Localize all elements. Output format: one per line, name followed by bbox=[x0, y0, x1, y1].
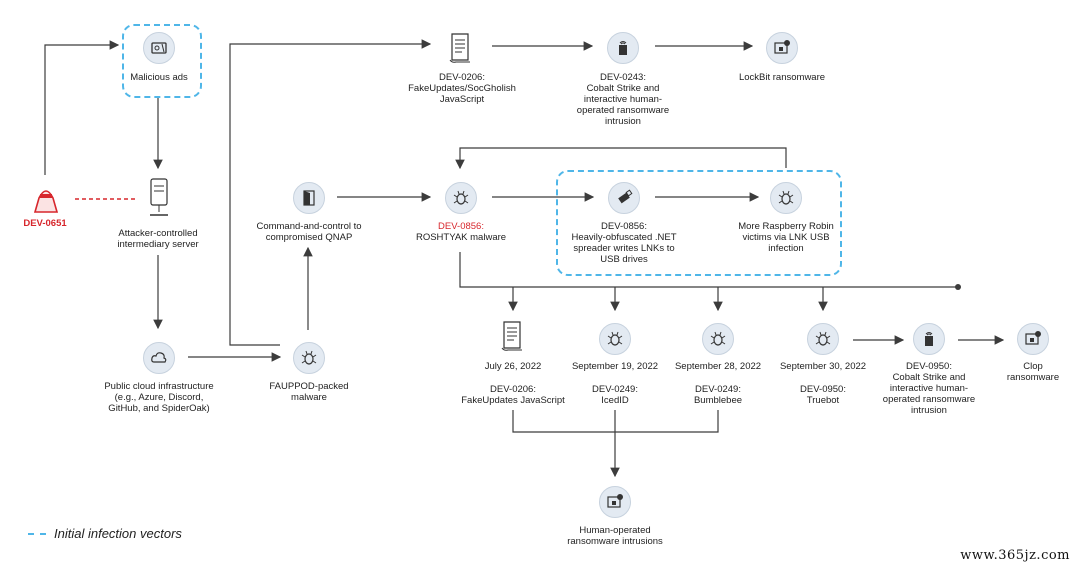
clop-label-1: Clop bbox=[1023, 361, 1043, 372]
roshtyak-name: ROSHTYAK malware bbox=[415, 232, 507, 243]
attacker-server-label-1: Attacker-controlled bbox=[118, 228, 198, 239]
victims-label-1: More Raspberry Robin bbox=[738, 221, 834, 232]
truebot-label-1: DEV-0950: bbox=[800, 384, 846, 395]
public-cloud-label-2: (e.g., Azure, Discord, bbox=[114, 392, 204, 403]
c2-qnap-label-1: Command-and-control to bbox=[256, 221, 362, 232]
bumblebee-label-1: DEV-0249: bbox=[695, 384, 741, 395]
roshtyak-id: DEV-0856: bbox=[438, 221, 484, 232]
bumblebee-date: September 28, 2022 bbox=[674, 361, 762, 372]
spreader-label-4: USB drives bbox=[600, 254, 648, 265]
dev0243-label-3: interactive human- bbox=[583, 94, 663, 105]
c2-qnap-label-2: compromised QNAP bbox=[265, 232, 353, 243]
cloud-icon bbox=[143, 342, 175, 374]
fakeupdates-top-label-1: DEV-0206: bbox=[439, 72, 485, 83]
truebot-bug-icon bbox=[807, 323, 839, 355]
bumblebee-label-2: Bumblebee bbox=[693, 395, 743, 406]
dev0243-label-5: intrusion bbox=[605, 116, 641, 127]
fauppod-bug-icon bbox=[293, 342, 325, 374]
fauppod-label-1: FAUPPOD-packed bbox=[269, 381, 349, 392]
spreader-label-1: DEV-0856: bbox=[601, 221, 647, 232]
fakeupdates-bottom-label-2: FakeUpdates JavaScript bbox=[461, 395, 565, 406]
icedid-label-1: DEV-0249: bbox=[592, 384, 638, 395]
dev0651-label: DEV-0651 bbox=[23, 218, 67, 229]
dev0950-label-1: DEV-0950: bbox=[906, 361, 952, 372]
bottom-script-scroll-icon bbox=[500, 320, 526, 352]
fakeupdates-bottom-label-1: DEV-0206: bbox=[490, 384, 536, 395]
legend-dash-swatch bbox=[28, 532, 46, 535]
public-cloud-label-1: Public cloud infrastructure bbox=[104, 381, 214, 392]
attacker-server-label-2: intermediary server bbox=[117, 239, 199, 250]
dev0950-label-3: interactive human- bbox=[889, 383, 969, 394]
dev0950-device-icon bbox=[913, 323, 945, 355]
malicious-ads-icon bbox=[143, 32, 175, 64]
fakeupdates-bottom-date: July 26, 2022 bbox=[484, 361, 542, 372]
icedid-date: September 19, 2022 bbox=[571, 361, 659, 372]
initial-vector-box-ads bbox=[122, 24, 202, 98]
door-icon bbox=[293, 182, 325, 214]
dev0243-label-4: operated ransomware bbox=[576, 105, 670, 116]
fauppod-label-2: malware bbox=[291, 392, 327, 403]
dev0950-label-2: Cobalt Strike and bbox=[892, 372, 966, 383]
victims-bug-icon bbox=[770, 182, 802, 214]
fakeupdates-top-label-2: FakeUpdates/SocGholish bbox=[408, 83, 516, 94]
dev0950-label-4: operated ransomware bbox=[882, 394, 976, 405]
initial-vector-box-usb bbox=[556, 170, 842, 276]
ransomware-lock-icon bbox=[766, 32, 798, 64]
victims-label-2: victims via LNK USB bbox=[742, 232, 830, 243]
cobalt-strike-device-icon bbox=[607, 32, 639, 64]
human-operated-label-2: ransomware intrusions bbox=[567, 536, 663, 547]
dev0243-label-1: DEV-0243: bbox=[600, 72, 646, 83]
dev0243-label-2: Cobalt Strike and bbox=[586, 83, 660, 94]
dev0651-actor-icon bbox=[29, 180, 63, 214]
watermark: www.365jz.com bbox=[960, 548, 1070, 563]
usb-drive-icon bbox=[608, 182, 640, 214]
script-scroll-icon bbox=[448, 32, 474, 64]
roshtyak-label: DEV-0856: bbox=[438, 221, 484, 232]
icedid-label-2: IcedID bbox=[601, 395, 629, 406]
roshtyak-bug-icon bbox=[445, 182, 477, 214]
human-operated-lock-icon bbox=[599, 486, 631, 518]
malicious-ads-label: Malicious ads bbox=[130, 72, 188, 83]
icedid-bug-icon bbox=[599, 323, 631, 355]
server-icon bbox=[148, 178, 170, 218]
victims-label-3: infection bbox=[768, 243, 804, 254]
fakeupdates-top-label-3: JavaScript bbox=[439, 94, 485, 105]
legend: Initial infection vectors bbox=[28, 526, 182, 541]
clop-label-2: ransomware bbox=[1006, 372, 1060, 383]
lockbit-label: LockBit ransomware bbox=[738, 72, 826, 83]
legend-label: Initial infection vectors bbox=[54, 526, 182, 541]
human-operated-label-1: Human-operated bbox=[579, 525, 651, 536]
dev0950-label-5: intrusion bbox=[911, 405, 947, 416]
truebot-label-2: Truebot bbox=[806, 395, 840, 406]
spreader-label-3: spreader writes LNKs to bbox=[573, 243, 675, 254]
truebot-date: September 30, 2022 bbox=[779, 361, 867, 372]
spreader-label-2: Heavily-obfuscated .NET bbox=[571, 232, 677, 243]
clop-lock-icon bbox=[1017, 323, 1049, 355]
public-cloud-label-3: GitHub, and SpiderOak) bbox=[108, 403, 210, 414]
bumblebee-bug-icon bbox=[702, 323, 734, 355]
